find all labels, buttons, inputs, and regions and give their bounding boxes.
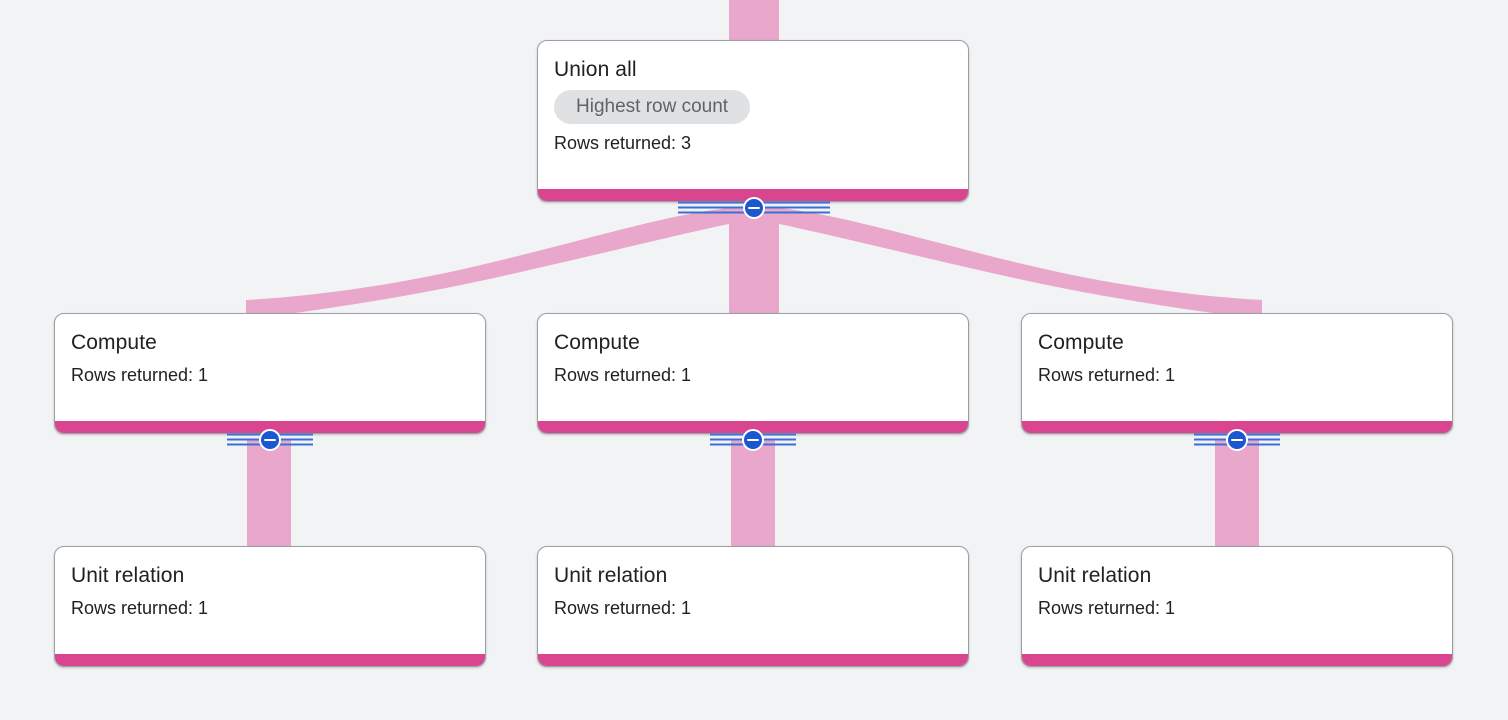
node-accent-bar (538, 421, 968, 433)
collapse-toggle-compute-right[interactable] (1194, 427, 1280, 453)
edge-into-union-all (729, 0, 779, 40)
node-accent-bar (55, 654, 485, 666)
node-title: Unit relation (554, 564, 668, 587)
status-badge-highest-row-count: Highest row count (554, 90, 751, 124)
plan-node-compute-right[interactable]: Compute Rows returned: 1 (1021, 313, 1453, 434)
plan-node-compute-center[interactable]: Compute Rows returned: 1 (537, 313, 969, 434)
node-title: Unit relation (1038, 564, 1152, 587)
edge-compute-left-to-unit-left (247, 440, 291, 546)
edge-union-all-to-compute-right (729, 208, 1262, 313)
node-accent-bar (1022, 654, 1452, 666)
node-title: Compute (71, 331, 157, 354)
node-rows-returned: Rows returned: 1 (554, 365, 692, 385)
node-body: Compute Rows returned: 1 (1022, 314, 1452, 392)
node-accent-bar (538, 189, 968, 201)
node-body: Unit relation Rows returned: 1 (1022, 547, 1452, 625)
node-title: Compute (554, 331, 640, 354)
minus-circle-icon (742, 429, 764, 451)
node-body: Unit relation Rows returned: 1 (538, 547, 968, 625)
edge-compute-center-to-unit-center (731, 440, 775, 546)
edge-compute-right-to-unit-right (1215, 440, 1259, 546)
node-rows-returned: Rows returned: 1 (71, 598, 209, 618)
node-title: Compute (1038, 331, 1124, 354)
edge-union-all-to-compute-center (729, 208, 779, 313)
node-badge-row: Highest row count (554, 90, 952, 124)
minus-circle-icon (259, 429, 281, 451)
node-title: Union all (554, 58, 637, 81)
node-rows-returned: Rows returned: 1 (71, 365, 209, 385)
minus-circle-icon (743, 197, 765, 219)
plan-node-unit-relation-center[interactable]: Unit relation Rows returned: 1 (537, 546, 969, 667)
plan-node-compute-left[interactable]: Compute Rows returned: 1 (54, 313, 486, 434)
node-body: Compute Rows returned: 1 (55, 314, 485, 392)
node-body: Unit relation Rows returned: 1 (55, 547, 485, 625)
node-rows-returned: Rows returned: 3 (554, 133, 692, 153)
minus-circle-icon (1226, 429, 1248, 451)
node-rows-returned: Rows returned: 1 (554, 598, 692, 618)
node-body: Compute Rows returned: 1 (538, 314, 968, 392)
edge-union-all-to-compute-left (246, 208, 779, 313)
node-body: Union all Highest row count Rows returne… (538, 41, 968, 160)
collapse-toggle-union-all[interactable] (678, 195, 830, 221)
collapse-toggle-compute-left[interactable] (227, 427, 313, 453)
node-rows-returned: Rows returned: 1 (1038, 598, 1176, 618)
node-accent-bar (538, 654, 968, 666)
plan-node-unit-relation-left[interactable]: Unit relation Rows returned: 1 (54, 546, 486, 667)
node-rows-returned: Rows returned: 1 (1038, 365, 1176, 385)
node-accent-bar (55, 421, 485, 433)
node-title: Unit relation (71, 564, 185, 587)
plan-node-unit-relation-right[interactable]: Unit relation Rows returned: 1 (1021, 546, 1453, 667)
plan-node-union-all[interactable]: Union all Highest row count Rows returne… (537, 40, 969, 202)
collapse-toggle-compute-center[interactable] (710, 427, 796, 453)
node-accent-bar (1022, 421, 1452, 433)
